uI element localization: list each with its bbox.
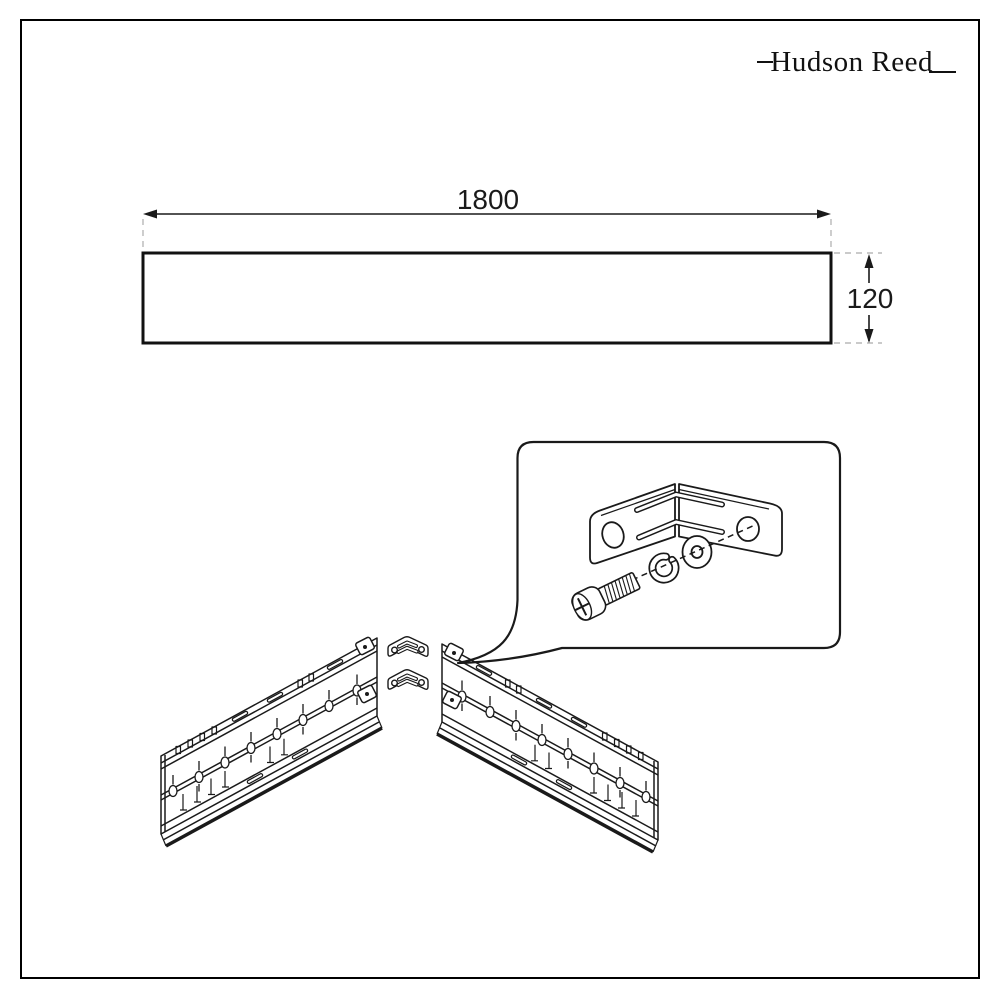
assembly-axis-dashed	[631, 524, 756, 581]
right-rail-panel	[437, 643, 658, 852]
extension-lines	[142, 219, 882, 344]
phillips-cross-icon	[574, 597, 590, 616]
width-dimension-arrows	[143, 209, 831, 219]
bracket-hole-right	[736, 516, 760, 542]
callout-bubble-outline	[456, 440, 842, 665]
height-dimension: 120	[847, 254, 894, 343]
upper-corner-connector-plate	[386, 634, 430, 659]
width-dimension: 1800	[143, 184, 831, 219]
dimension-drawing: 1800 120	[141, 184, 894, 345]
left-rail-panel	[161, 637, 382, 846]
bracket-hole-left	[601, 521, 625, 549]
exploded-assembly	[161, 637, 658, 852]
callout-bubble	[456, 440, 842, 665]
phillips-screw	[571, 572, 641, 621]
width-dimension-label: 1800	[457, 184, 519, 215]
logo-strike-left	[757, 61, 774, 64]
border-frame	[20, 19, 980, 979]
flat-washer	[681, 535, 713, 569]
height-dimension-label: 120	[847, 283, 894, 314]
product-outline-rect	[141, 251, 833, 345]
logo-underline-right	[929, 71, 956, 74]
logo-text: Hudson Reed	[770, 46, 933, 78]
brand-logo: Hudson Reed	[757, 48, 956, 77]
spring-washer	[648, 552, 680, 584]
lower-corner-connector-plate	[386, 667, 430, 692]
height-dimension-arrows	[864, 254, 874, 343]
